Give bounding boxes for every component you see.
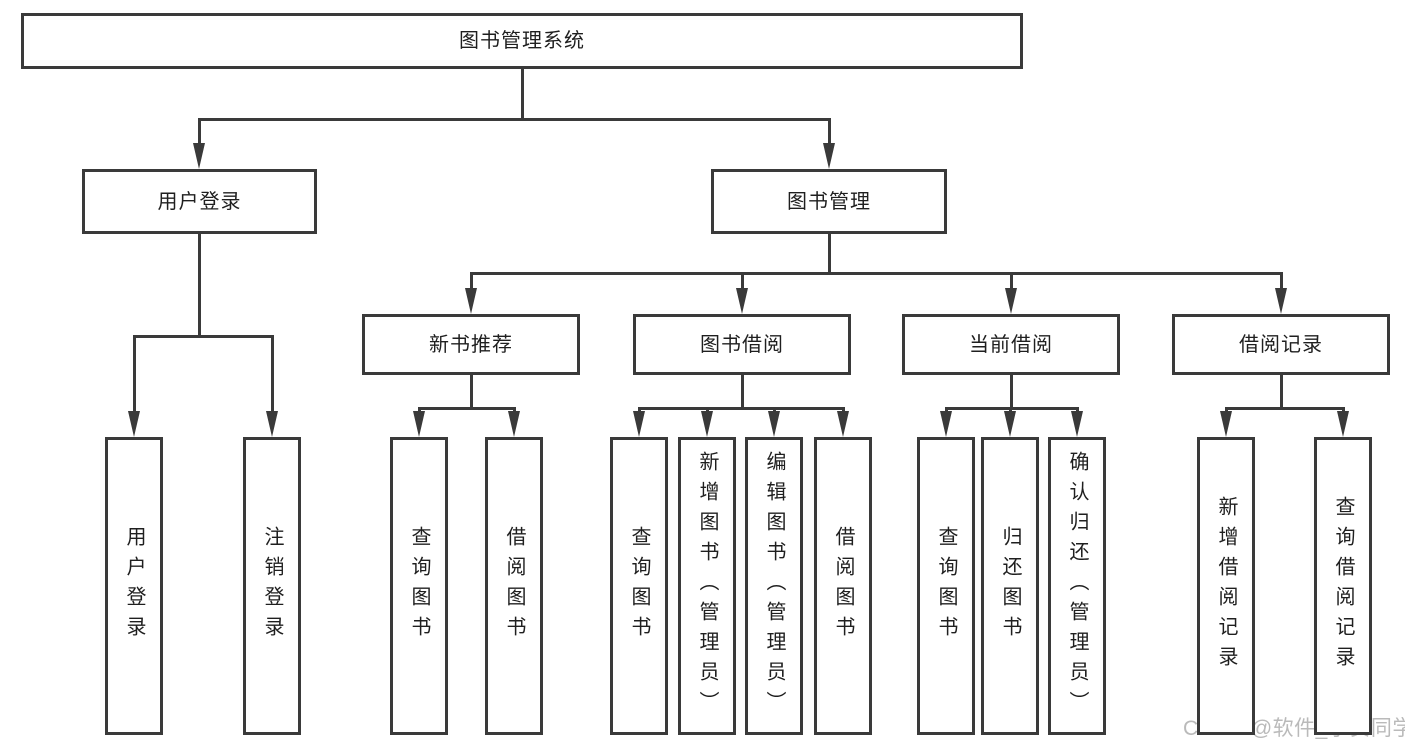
edge-drop-root-1: [827, 118, 831, 145]
node-leaf-query-book-2-label: 查询图书: [628, 526, 650, 646]
arrowhead-icon: [1070, 411, 1083, 437]
edge-stem-borrow-records: [1279, 375, 1283, 410]
arrowhead-icon: [1274, 288, 1287, 314]
edge-drop-new-book-recommend-0: [417, 407, 421, 413]
node-leaf-confirm-return: 确认归还（管理员）: [1048, 437, 1106, 735]
node-leaf-add-record: 新增借阅记录: [1197, 437, 1255, 735]
edge-stem-book-management: [827, 234, 831, 275]
arrowhead-icon: [1004, 288, 1017, 314]
node-leaf-borrow-book-1-label: 借阅图书: [503, 526, 525, 646]
node-book-borrow-label: 图书借阅: [700, 333, 784, 356]
node-borrow-records: 借阅记录: [1172, 314, 1390, 375]
arrowhead-icon: [1003, 411, 1016, 437]
arrowhead-icon: [767, 411, 780, 437]
edge-rail-user-login-group: [132, 335, 274, 338]
node-leaf-borrow-book-1: 借阅图书: [485, 437, 543, 735]
edge-drop-current-borrow-0: [944, 407, 948, 413]
edge-stem-root: [520, 69, 524, 121]
node-leaf-logout-label: 注销登录: [261, 526, 283, 646]
node-leaf-return-book-label: 归还图书: [999, 526, 1021, 646]
arrowhead-icon: [822, 143, 835, 169]
edge-drop-book-borrow-1: [705, 407, 709, 413]
arrowhead-icon: [1219, 411, 1232, 437]
edge-rail-borrow-records: [1224, 407, 1345, 410]
arrowhead-icon: [700, 411, 713, 437]
node-book-management-label: 图书管理: [787, 190, 871, 213]
edge-rail-new-book-recommend: [417, 407, 516, 410]
edge-rail-book-borrow: [637, 407, 845, 410]
edge-drop-book-borrow-0: [637, 407, 641, 413]
node-current-borrow-label: 当前借阅: [969, 333, 1053, 356]
arrowhead-icon: [265, 411, 278, 437]
node-user-login-group: 用户登录: [82, 169, 317, 234]
node-leaf-user-login-label: 用户登录: [123, 526, 145, 646]
edge-drop-borrow-records-0: [1224, 407, 1228, 413]
node-leaf-query-book-1: 查询图书: [390, 437, 448, 735]
node-leaf-query-book-2: 查询图书: [610, 437, 668, 735]
edge-drop-new-book-recommend-1: [512, 407, 516, 413]
edge-stem-new-book-recommend: [469, 375, 473, 410]
node-leaf-add-book: 新增图书（管理员）: [678, 437, 736, 735]
arrowhead-icon: [939, 411, 952, 437]
edge-stem-user-login-group: [198, 234, 201, 338]
edge-drop-user-login-group-0: [132, 335, 136, 413]
edge-drop-user-login-group-1: [270, 335, 274, 413]
arrowhead-icon: [127, 411, 140, 437]
edge-stem-book-borrow: [740, 375, 744, 410]
edge-drop-book-management-1: [740, 272, 744, 290]
node-leaf-query-book-3-label: 查询图书: [935, 526, 957, 646]
node-new-book-recommend-label: 新书推荐: [429, 333, 513, 356]
arrowhead-icon: [507, 411, 520, 437]
arrowhead-icon: [412, 411, 425, 437]
node-leaf-add-book-label: 新增图书（管理员）: [696, 451, 718, 721]
node-leaf-edit-book: 编辑图书（管理员）: [745, 437, 803, 735]
arrowhead-icon: [836, 411, 849, 437]
node-leaf-borrow-book-2-label: 借阅图书: [832, 526, 854, 646]
edge-drop-root-0: [198, 118, 201, 145]
edge-rail-book-management: [469, 272, 1283, 275]
edge-drop-borrow-records-1: [1341, 407, 1345, 413]
edge-drop-book-management-0: [469, 272, 473, 290]
node-leaf-borrow-book-2: 借阅图书: [814, 437, 872, 735]
node-new-book-recommend: 新书推荐: [362, 314, 580, 375]
node-root: 图书管理系统: [21, 13, 1023, 69]
edge-rail-root: [198, 118, 831, 121]
node-leaf-user-login: 用户登录: [105, 437, 163, 735]
arrowhead-icon: [1336, 411, 1349, 437]
node-leaf-query-record-label: 查询借阅记录: [1332, 496, 1354, 676]
arrowhead-icon: [464, 288, 477, 314]
edge-rail-current-borrow: [944, 407, 1079, 410]
arrowhead-icon: [735, 288, 748, 314]
node-book-borrow: 图书借阅: [633, 314, 851, 375]
node-user-login-group-label: 用户登录: [157, 190, 242, 213]
edge-drop-book-borrow-2: [772, 407, 776, 413]
node-current-borrow: 当前借阅: [902, 314, 1120, 375]
node-book-management: 图书管理: [711, 169, 947, 234]
node-borrow-records-label: 借阅记录: [1239, 333, 1323, 356]
arrowhead-icon: [632, 411, 645, 437]
node-leaf-logout: 注销登录: [243, 437, 301, 735]
edge-drop-book-management-2: [1009, 272, 1013, 290]
node-root-label: 图书管理系统: [459, 30, 585, 52]
edge-drop-current-borrow-2: [1075, 407, 1079, 413]
edge-drop-book-borrow-3: [841, 407, 845, 413]
edge-drop-book-management-3: [1279, 272, 1283, 290]
node-leaf-query-book-1-label: 查询图书: [408, 526, 430, 646]
node-leaf-add-record-label: 新增借阅记录: [1215, 496, 1237, 676]
node-leaf-query-book-3: 查询图书: [917, 437, 975, 735]
arrowhead-icon: [193, 143, 205, 169]
edge-drop-current-borrow-1: [1008, 407, 1012, 413]
node-leaf-return-book: 归还图书: [981, 437, 1039, 735]
node-leaf-query-record: 查询借阅记录: [1314, 437, 1372, 735]
node-leaf-confirm-return-label: 确认归还（管理员）: [1066, 451, 1088, 721]
node-leaf-edit-book-label: 编辑图书（管理员）: [763, 451, 785, 721]
edge-stem-current-borrow: [1009, 375, 1013, 410]
